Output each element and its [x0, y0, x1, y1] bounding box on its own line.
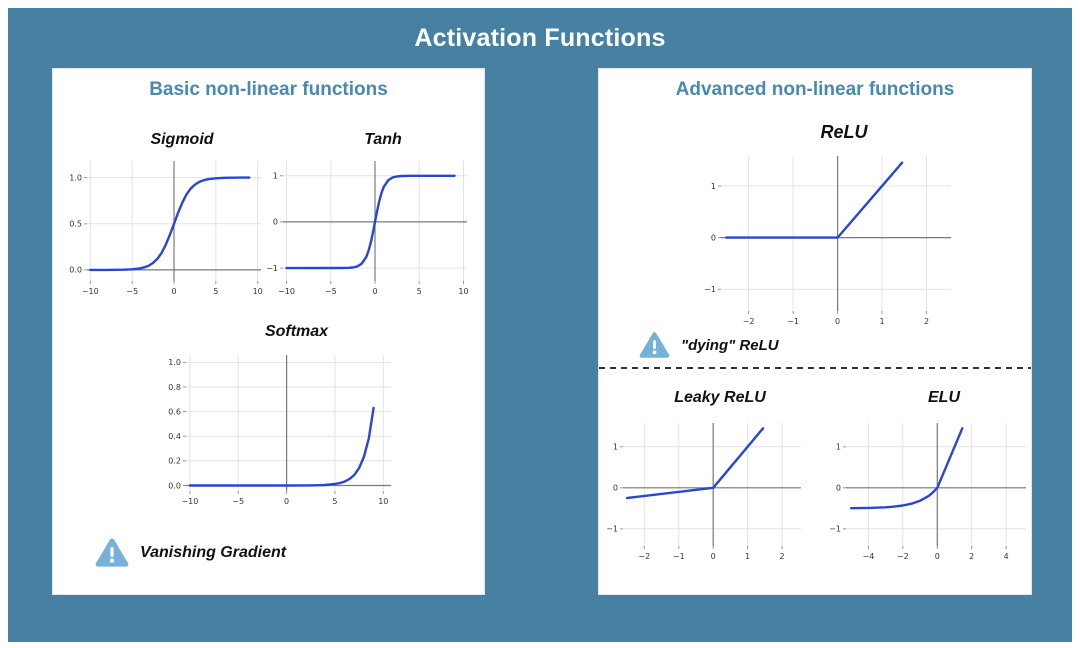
- advanced-functions-panel: Advanced non-linear functions ReLU −2 −1 0…: [598, 68, 1032, 595]
- svg-text:5: 5: [332, 497, 337, 506]
- svg-text:10: 10: [253, 287, 263, 296]
- svg-text:−5: −5: [232, 497, 244, 506]
- sigmoid-title: Sigmoid: [150, 131, 214, 148]
- svg-text:0.0: 0.0: [69, 266, 82, 275]
- svg-text:1: 1: [613, 443, 618, 452]
- svg-text:10: 10: [458, 287, 468, 296]
- svg-text:−4: −4: [863, 552, 875, 561]
- dying-relu-label: "dying" ReLU: [681, 336, 779, 354]
- svg-text:0: 0: [171, 287, 176, 296]
- elu-chart: −4 −2 0 2 4 −1 0 1: [822, 417, 1034, 567]
- svg-text:−2: −2: [897, 552, 909, 561]
- svg-text:−1: −1: [704, 285, 716, 294]
- svg-text:0: 0: [835, 317, 840, 326]
- svg-text:1.0: 1.0: [69, 173, 82, 182]
- vanishing-gradient-label: Vanishing Gradient: [140, 543, 287, 561]
- svg-text:0: 0: [273, 218, 278, 227]
- poster-background: Activation Functions Basic non-linear fu…: [8, 8, 1072, 642]
- svg-text:−5: −5: [325, 287, 337, 296]
- svg-text:−1: −1: [606, 525, 618, 534]
- leaky-relu-title: Leaky ReLU: [674, 389, 766, 406]
- svg-text:10: 10: [378, 497, 388, 506]
- svg-text:1: 1: [879, 317, 884, 326]
- svg-text:0: 0: [836, 484, 841, 493]
- relu-chart: −2 −1 0 1 2 −1 0 1: [697, 150, 959, 332]
- svg-text:0: 0: [711, 233, 716, 242]
- svg-text:−5: −5: [126, 287, 138, 296]
- svg-text:−10: −10: [278, 287, 295, 296]
- elu-title: ELU: [928, 389, 960, 406]
- softmax-title: Softmax: [264, 323, 329, 340]
- svg-text:5: 5: [213, 287, 218, 296]
- svg-text:1: 1: [745, 552, 750, 561]
- svg-text:−1: −1: [266, 264, 278, 273]
- svg-text:2: 2: [969, 552, 974, 561]
- svg-text:0.0: 0.0: [168, 481, 181, 490]
- svg-text:0.5: 0.5: [69, 220, 82, 229]
- advanced-panel-heading: Advanced non-linear functions: [675, 79, 955, 100]
- page-title: Activation Functions: [414, 24, 666, 52]
- svg-text:0.4: 0.4: [168, 432, 181, 441]
- svg-text:−1: −1: [673, 552, 685, 561]
- svg-text:0: 0: [613, 484, 618, 493]
- svg-text:−10: −10: [181, 497, 198, 506]
- dashed-separator: [599, 367, 1031, 369]
- svg-text:0: 0: [284, 497, 289, 506]
- svg-text:0: 0: [711, 552, 716, 561]
- svg-text:−1: −1: [787, 317, 799, 326]
- tanh-title: Tanh: [364, 131, 402, 148]
- svg-text:1.0: 1.0: [168, 358, 181, 367]
- warning-triangle-icon: [95, 538, 129, 567]
- svg-text:2: 2: [780, 552, 785, 561]
- relu-title: ReLU: [820, 122, 868, 142]
- svg-text:0: 0: [935, 552, 940, 561]
- svg-text:5: 5: [417, 287, 422, 296]
- svg-text:−10: −10: [82, 287, 99, 296]
- sigmoid-chart: −10 −5 0 5 10 0.0 0.5 1.0: [63, 155, 269, 302]
- basic-panel-heading: Basic non-linear functions: [149, 79, 388, 100]
- softmax-chart: −10 −5 0 5 10 0.0 0.2 0.4 0.6 0.8 1.0: [162, 349, 399, 512]
- svg-text:−2: −2: [638, 552, 650, 561]
- dying-relu-warning: "dying" ReLU: [639, 331, 779, 359]
- svg-text:0.2: 0.2: [168, 457, 181, 466]
- svg-text:1: 1: [711, 182, 716, 191]
- svg-text:−1: −1: [829, 525, 841, 534]
- warning-triangle-icon: [639, 332, 670, 358]
- svg-text:0.8: 0.8: [168, 383, 181, 392]
- svg-text:−2: −2: [743, 317, 755, 326]
- leaky-relu-chart: −2 −1 0 1 2 −1 0 1: [599, 417, 809, 567]
- svg-text:2: 2: [924, 317, 929, 326]
- svg-text:1: 1: [273, 172, 278, 181]
- svg-text:1: 1: [836, 443, 841, 452]
- svg-text:4: 4: [1004, 552, 1009, 561]
- svg-text:0.6: 0.6: [168, 407, 181, 416]
- vanishing-gradient-warning: Vanishing Gradient: [95, 537, 286, 568]
- svg-text:0: 0: [372, 287, 377, 296]
- basic-functions-panel: Basic non-linear functions Sigmoid −10−5…: [52, 68, 485, 595]
